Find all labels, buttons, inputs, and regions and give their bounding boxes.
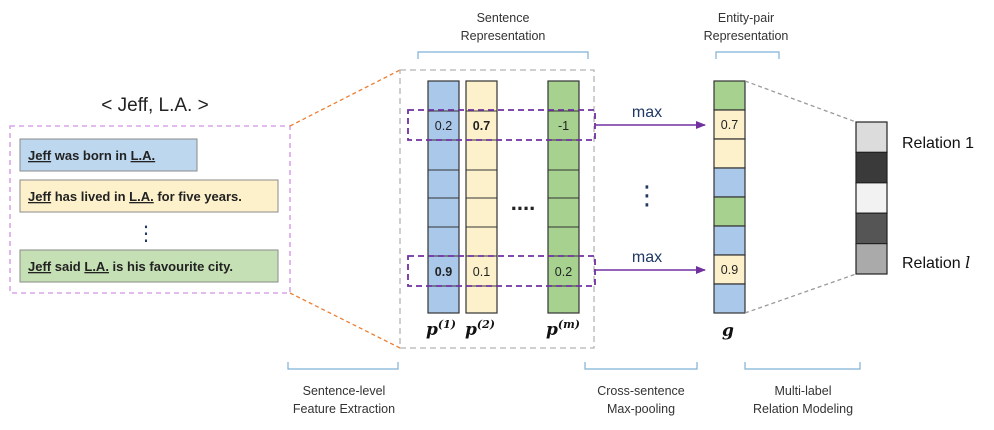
sentence-text-1: Jeff was born in L.A. <box>28 148 155 163</box>
sentence-3-part-2: L.A. <box>84 259 109 274</box>
column-3-body <box>547 80 580 314</box>
entity-rep-header-line2: Representation <box>704 29 789 43</box>
g-cell-5 <box>713 196 746 227</box>
projection-line-bottom <box>744 273 857 314</box>
entity-pair-title: < Jeff, L.A. > <box>101 95 208 116</box>
column-label-2-sup: (2) <box>477 318 495 331</box>
sentence-1-part-2: L.A. <box>131 148 156 163</box>
sentence-ellipsis: ⋮ <box>136 223 156 245</box>
zoom-line-bottom <box>289 292 401 349</box>
entity-rep-header-line1: Entity-pair <box>718 11 774 25</box>
relation-label-last-var: l <box>965 253 970 272</box>
representation-panel <box>399 69 595 349</box>
zoom-line-top <box>289 69 401 127</box>
sentence-text-3: Jeff said L.A. is his favourite city. <box>28 259 233 274</box>
entity-pair-vector: 0.7 0.9 <box>713 80 746 314</box>
column-label-1-p: p <box>426 320 438 340</box>
column-ellipsis: .... <box>511 190 535 215</box>
g-cell-3 <box>713 138 746 169</box>
g-label: g <box>722 321 734 341</box>
sentence-2-part-1: has lived in <box>51 189 129 204</box>
column-label-m-sup: (m) <box>558 318 580 331</box>
sentence-box-2 <box>19 179 279 213</box>
sentence-text-2: Jeff has lived in L.A. for five years. <box>28 189 242 204</box>
column-3-top-value: -1 <box>558 119 569 133</box>
g-cell-1 <box>713 80 746 111</box>
sentence-box-3 <box>19 249 279 283</box>
sentence-3-part-1: said <box>51 259 84 274</box>
relation-label-first: Relation 1 <box>902 135 974 152</box>
sentence-2-part-3: for five years. <box>154 189 242 204</box>
entity-rep-bracket <box>715 51 780 59</box>
g-cell-7 <box>713 254 746 285</box>
stage-relation-line1: Multi-label <box>775 384 832 398</box>
relation-vector <box>855 121 888 275</box>
sentence-2-part-0: Jeff <box>28 189 52 204</box>
column-3-bottom-value: 0.2 <box>555 265 572 279</box>
projection-line-top <box>744 80 857 123</box>
stage-bracket-relation <box>744 362 861 370</box>
stage-relation-line2: Relation Modeling <box>753 402 853 416</box>
relation-cell-1 <box>855 121 888 153</box>
column-label-m-p: p <box>546 320 558 340</box>
relation-cell-2 <box>855 151 888 184</box>
column-1-body <box>427 80 460 314</box>
sentence-vectors: 0.2 0.9 0.7 0.1 -1 0.2 <box>427 80 580 314</box>
sentence-rep-header-line1: Sentence <box>477 11 530 25</box>
column-1-top-value: 0.2 <box>435 119 452 133</box>
max-label-top: max <box>632 104 662 121</box>
column-label-1: p(1) <box>426 318 456 340</box>
max-selection-bottom <box>407 255 596 287</box>
pool-ellipsis: ⋮ <box>634 180 660 210</box>
stage-pooling-line2: Max-pooling <box>607 402 675 416</box>
stage-bracket-extraction <box>287 362 399 370</box>
sentence-rep-header-line2: Representation <box>461 29 546 43</box>
g-cell-2 <box>713 109 746 140</box>
stage-bracket-pooling <box>584 362 698 370</box>
column-label-m: p(m) <box>546 318 580 340</box>
g-cell-6 <box>713 225 746 256</box>
column-2-body <box>465 80 498 314</box>
relation-label-last: Relation l <box>902 253 970 272</box>
relation-cell-4 <box>855 212 888 245</box>
sentence-box-1 <box>19 138 198 172</box>
sentence-2-part-2: L.A. <box>129 189 154 204</box>
column-1-bottom-value: 0.9 <box>435 265 452 279</box>
column-label-2-p: p <box>465 320 477 340</box>
sentence-3-part-0: Jeff <box>28 259 52 274</box>
column-2-top-value: 0.7 <box>473 119 490 133</box>
column-label-2: p(2) <box>465 318 495 340</box>
sentence-3-part-3: is his favourite city. <box>109 259 233 274</box>
g-cell-7-value: 0.9 <box>721 263 738 277</box>
max-label-bottom: max <box>632 249 662 266</box>
g-cell-2-value: 0.7 <box>721 118 738 132</box>
relation-cell-5 <box>855 243 888 275</box>
stage-extraction-line2: Feature Extraction <box>293 402 395 416</box>
relation-cell-3 <box>855 182 888 214</box>
relation-label-last-prefix: Relation <box>902 255 965 272</box>
g-cell-8 <box>713 283 746 314</box>
sentence-1-part-0: Jeff <box>28 148 52 163</box>
column-label-1-sup: (1) <box>438 318 456 331</box>
sentence-panel <box>9 125 291 294</box>
g-cell-4 <box>713 167 746 198</box>
sentence-rep-bracket <box>417 51 589 59</box>
sentence-1-part-1: was born in <box>51 148 130 163</box>
stage-extraction-line1: Sentence-level <box>303 384 386 398</box>
stage-pooling-line1: Cross-sentence <box>597 384 685 398</box>
column-2-bottom-value: 0.1 <box>473 265 490 279</box>
